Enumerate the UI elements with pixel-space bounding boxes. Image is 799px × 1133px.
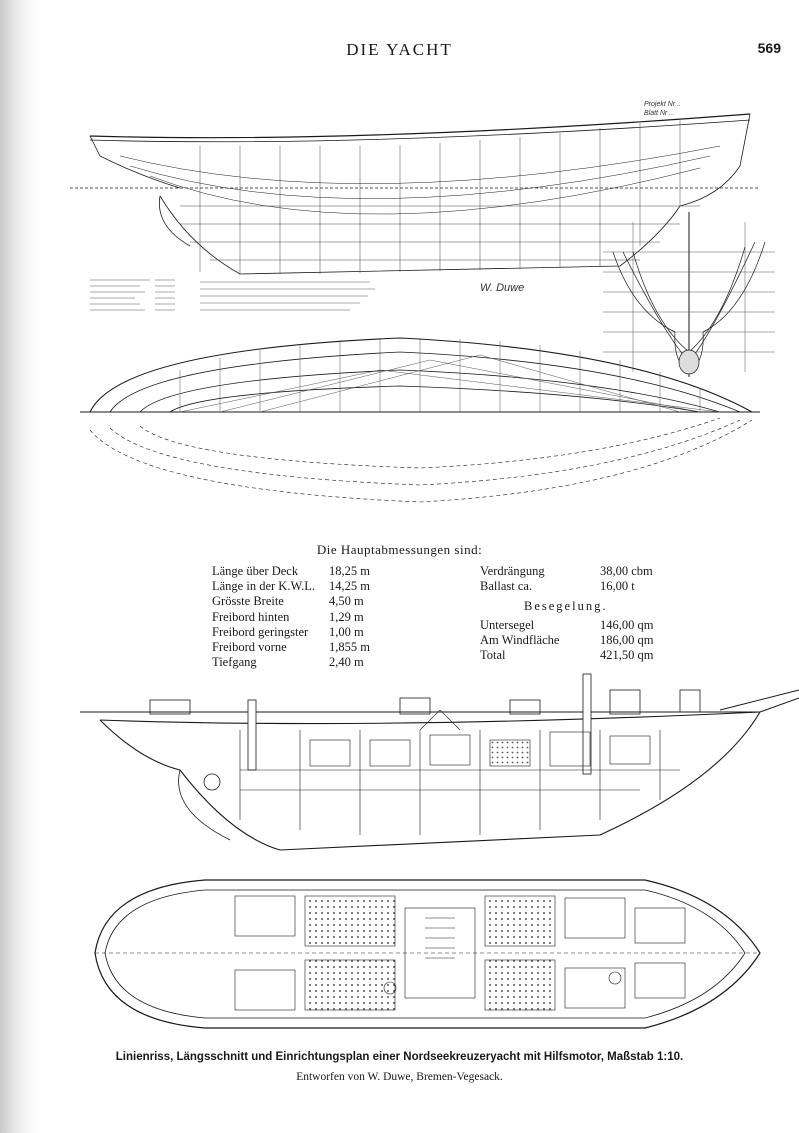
profile-tag-note: Projekt Nr .. Blatt Nr .. [644, 100, 681, 118]
dimension-value: 2,40 m [329, 655, 364, 670]
dimension-row: Untersegel 146,00 qm [480, 618, 660, 633]
figure-caption: Linienriss, Längsschnitt und Einrichtung… [115, 1051, 684, 1063]
page-binding-edge [0, 0, 40, 1133]
dimension-value: 1,00 m [329, 624, 364, 639]
dimension-row: Freibord vorne 1,855 m [212, 640, 389, 655]
dimension-row: Am Windfläche 186,00 qm [480, 633, 660, 648]
lines-plan-profile [60, 96, 760, 286]
dimension-row: Total 421,50 qm [480, 648, 660, 663]
dimension-label: Ballast ca. [480, 579, 533, 594]
lines-plan-body-sections [603, 212, 775, 377]
dimension-value: 4,50 m [329, 594, 364, 609]
dimension-label: Am Windfläche [480, 632, 560, 647]
dimension-value: 146,00 qm [600, 617, 654, 632]
dimension-label: Total [480, 648, 506, 663]
profile-tag-text: Projekt Nr .. Blatt Nr .. [644, 101, 681, 117]
dimension-label: Länge in der K.W.L. [212, 579, 315, 594]
page-number: 569 [757, 40, 781, 56]
dimension-value: 38,00 cbm [600, 564, 653, 578]
dimensions-heading: Die Hauptabmessungen sind: [316, 542, 483, 557]
dimension-row: Länge in der K.W.L. 14,25 m [212, 579, 389, 594]
longitudinal-section [80, 670, 799, 860]
dimensions-table-left: Länge über Deck 18,25 m Länge in der K.W… [212, 564, 389, 670]
page-title: DIE YACHT [346, 40, 453, 59]
dimension-row: Verdrängung 38,00 cbm [480, 564, 660, 579]
dimension-value: 1,855 m [329, 640, 370, 655]
dimensions-table-right: Verdrängung 38,00 cbm Ballast ca. 16,00 … [480, 564, 660, 663]
dimension-label: Länge über Deck [212, 564, 299, 578]
dimension-label: Freibord hinten [212, 609, 290, 624]
dimension-value: 18,25 m [329, 564, 370, 578]
dimension-row: Länge über Deck 18,25 m [212, 564, 389, 579]
dimension-value: 421,50 qm [600, 648, 654, 663]
sail-heading: Besegelung. [524, 599, 608, 614]
lines-plan-half-breadth [80, 330, 760, 510]
lines-plan-notes [200, 278, 380, 321]
dimension-value: 186,00 qm [600, 632, 654, 647]
dimension-label: Verdrängung [480, 564, 545, 578]
dimension-row: Freibord hinten 1,29 m [212, 610, 389, 625]
accommodation-plan [85, 868, 765, 1043]
dimension-label: Freibord geringster [212, 624, 309, 639]
lines-offsets-table [90, 277, 180, 320]
dimension-label: Untersegel [480, 617, 535, 632]
dimension-row: Freibord geringster 1,00 m [212, 625, 389, 640]
dimension-label: Grösste Breite [212, 594, 284, 609]
dimension-label: Freibord vorne [212, 640, 287, 655]
dimension-value: 1,29 m [329, 609, 364, 624]
dimension-value: 16,00 t [600, 579, 635, 594]
dimension-row: Tiefgang 2,40 m [212, 655, 389, 670]
dimension-label: Tiefgang [212, 655, 257, 670]
dimension-row: Ballast ca. 16,00 t [480, 579, 660, 594]
dimension-value: 14,25 m [329, 579, 370, 594]
figure-credit: Entworfen von W. Duwe, Bremen-Vegesack. [296, 1071, 503, 1083]
signature-text: W. Duwe [480, 282, 525, 294]
designer-signature: W. Duwe [480, 282, 525, 294]
dimension-row: Grösste Breite 4,50 m [212, 594, 389, 609]
